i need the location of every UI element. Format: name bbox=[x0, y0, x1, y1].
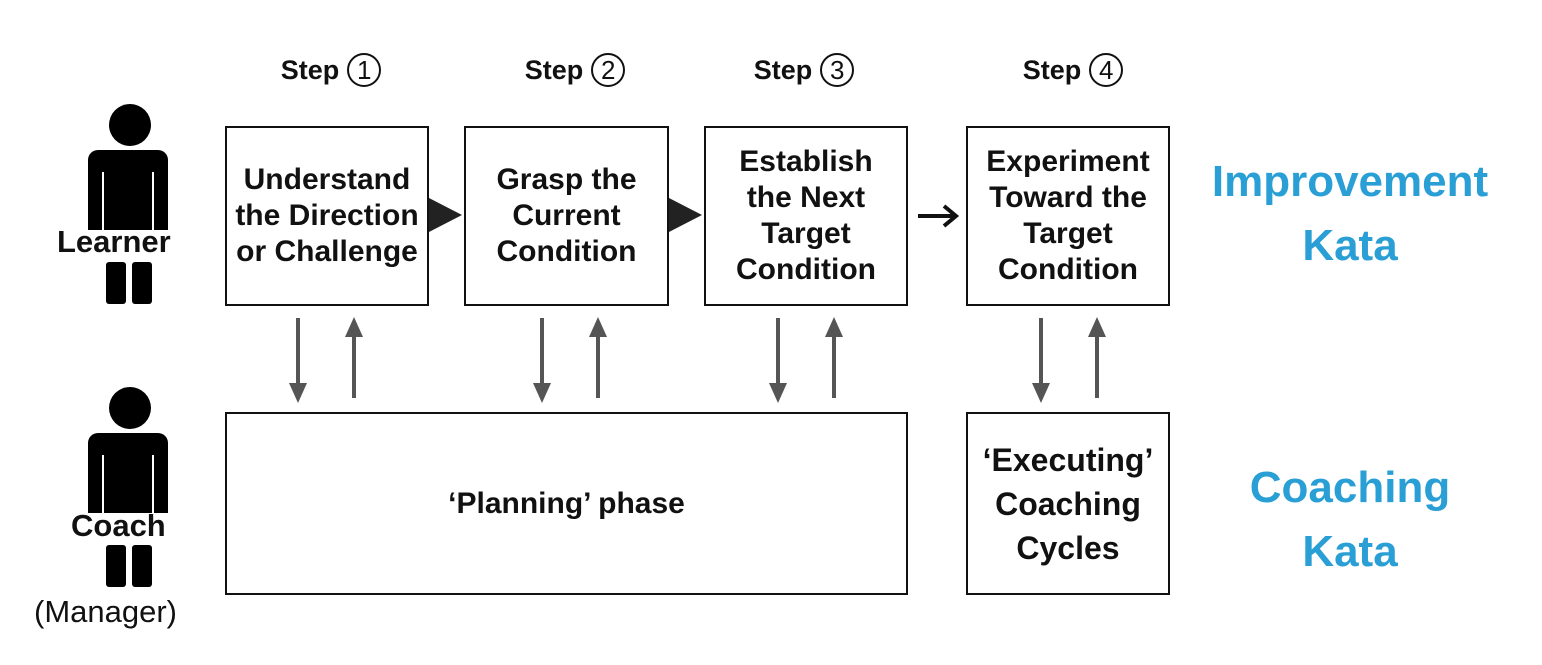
step-1-up-arrow bbox=[345, 317, 363, 398]
step-4-box: Experiment Toward the Target Condition bbox=[966, 126, 1170, 306]
step-3-text: Establish the Next Target Condition bbox=[736, 145, 876, 286]
step-1-box: Understand the Direction or Challenge bbox=[225, 126, 429, 306]
planning-phase-box: ‘Planning’ phase bbox=[225, 412, 908, 595]
step-3-box: Establish the Next Target Condition bbox=[704, 126, 908, 306]
step-4-text: Experiment Toward the Target Condition bbox=[986, 145, 1150, 286]
step-2-up-arrow bbox=[589, 317, 607, 398]
step-3-to-4-arrow bbox=[918, 204, 960, 228]
step-2-box: Grasp the Current Condition bbox=[464, 126, 669, 306]
step-1-number: 1 bbox=[347, 53, 382, 87]
step-3-down-arrow bbox=[769, 318, 787, 403]
coach-label: Coach bbox=[71, 508, 166, 543]
step-1-text: Understand the Direction or Challenge bbox=[235, 163, 419, 268]
step-3-up-arrow bbox=[825, 317, 843, 398]
step-2-to-3-arrow bbox=[669, 198, 702, 232]
learner-person-icon bbox=[88, 104, 168, 304]
coach-person-icon bbox=[88, 387, 168, 587]
step-1-to-2-arrow bbox=[429, 198, 462, 232]
step-2-number: 2 bbox=[591, 53, 626, 87]
step-2-down-arrow bbox=[533, 318, 551, 403]
manager-label: (Manager) bbox=[34, 594, 177, 629]
step-1-down-arrow bbox=[289, 318, 307, 403]
coaching-kata-label: Coaching Kata bbox=[1249, 463, 1451, 576]
step-4-down-arrow bbox=[1032, 318, 1050, 403]
executing-phase-text: ‘Executing’ Coaching Cycles bbox=[982, 441, 1154, 566]
improvement-kata-label: Improvement Kata bbox=[1211, 157, 1489, 270]
step-4-up-arrow bbox=[1088, 317, 1106, 398]
step-4-number: 4 bbox=[1089, 53, 1124, 87]
planning-phase-text: ‘Planning’ phase bbox=[448, 486, 685, 520]
step-3-number: 3 bbox=[820, 53, 855, 87]
executing-phase-box: ‘Executing’ Coaching Cycles bbox=[966, 412, 1170, 595]
step-2-text: Grasp the Current Condition bbox=[496, 163, 637, 268]
